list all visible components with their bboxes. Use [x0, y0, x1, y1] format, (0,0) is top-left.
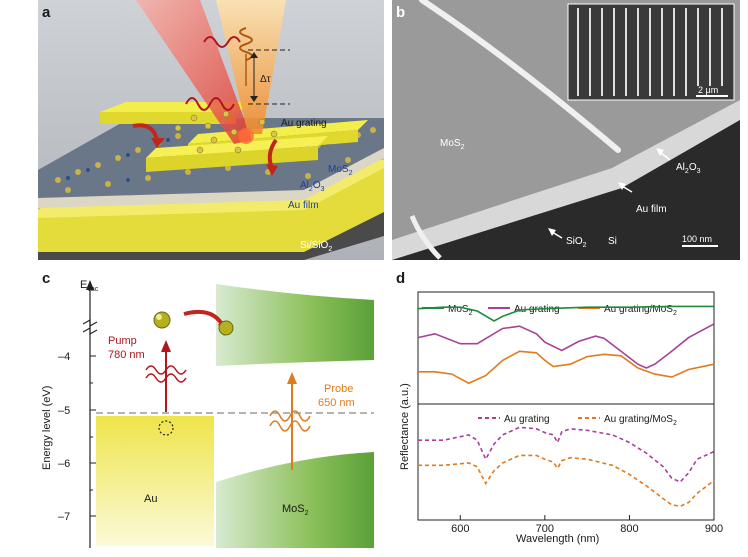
probe-pulse [239, 27, 253, 61]
probe-beam [216, 0, 286, 134]
au-band [96, 416, 214, 546]
mos2-valence-band [216, 452, 374, 548]
label-mos2: MoS2 [328, 164, 353, 177]
ytick-7: –7 [58, 511, 70, 523]
label-al2o3: Al2O3 [300, 180, 325, 193]
pump-wavelength: 780 nm [108, 349, 145, 361]
plot-frame [417, 291, 715, 521]
axis-break [82, 318, 98, 336]
delay-label: Δτ [260, 74, 271, 85]
schematic-a: Δτ Au grating MoS2 Al2O3 Au film Si/SiO2 [38, 0, 384, 260]
hole [158, 420, 174, 436]
mos2-ribbon [419, 0, 621, 153]
inset-scale-label: 2 μm [698, 85, 718, 95]
label-sio2: SiO2 [566, 236, 587, 249]
hot-electron [153, 311, 171, 329]
series-line [418, 454, 715, 508]
ytick-5: –5 [58, 405, 70, 417]
label-substrate: Si/SiO2 [300, 240, 332, 253]
panel-b: 2 μm MoS2 Al2O3 Au film SiO2 Si 100 nm b [392, 0, 740, 260]
panel-c: c Evac –4 –5 –6 –7 Energy level (eV) Au … [38, 270, 382, 552]
sem-image: 2 μm MoS2 Al2O3 Au film SiO2 Si 100 nm [392, 0, 740, 260]
ytick-4: –4 [58, 351, 70, 363]
label-al2o3: Al2O3 [676, 162, 701, 175]
probe-label: Probe [324, 383, 353, 395]
label-au-film: Au film [636, 204, 667, 215]
legend-label: Au grating [504, 414, 550, 425]
series-line [417, 305, 714, 322]
ytick-6: –6 [58, 458, 70, 470]
scale-label: 100 nm [682, 234, 712, 244]
panel-label-c: c [42, 270, 51, 287]
xtick-label: 600 [451, 523, 469, 535]
legend-label: Au grating/MoS2 [604, 304, 677, 317]
series-line [417, 323, 715, 369]
pump-beam [136, 0, 252, 144]
xtick-label: 800 [620, 523, 638, 535]
y-axis-label: Energy level (eV) [41, 386, 53, 470]
panel-label-b: b [396, 4, 406, 21]
label-au-grating: Au grating [281, 118, 327, 129]
series-line [418, 426, 715, 483]
energy-diagram: Evac –4 –5 –6 –7 Energy level (eV) Au Mo… [41, 279, 374, 548]
x-ticks [459, 515, 715, 520]
xtick-label: 900 [705, 523, 723, 535]
label-mos2: MoS2 [440, 138, 465, 151]
series-line [418, 350, 715, 385]
legend-label: Au grating/MoS2 [604, 414, 677, 427]
probe-wave [269, 410, 311, 432]
y-axis-label: Reflectance (a.u.) [399, 383, 411, 470]
pump-label: Pump [108, 335, 137, 347]
probe-wavelength: 650 nm [318, 397, 355, 409]
film-edge [392, 100, 740, 260]
mos2-label: MoS2 [282, 503, 309, 517]
reflectance-chart: Reflectance (a.u.) Wavelength (nm) 600 7… [399, 291, 723, 545]
panel-label-d: d [396, 270, 406, 287]
plasmon-arrow-left [132, 123, 159, 141]
pump-pulse [185, 97, 235, 111]
label-si: Si [608, 236, 617, 247]
mos2-conduction-band [216, 284, 374, 366]
pump-wave [145, 365, 187, 383]
label-au-film: Au film [288, 200, 319, 211]
substrate-cross-section [392, 120, 740, 260]
panel-label-a: a [42, 4, 51, 21]
au-label: Au [144, 493, 157, 505]
x-axis-label: Wavelength (nm) [516, 533, 599, 545]
xtick-label: 700 [536, 523, 554, 535]
panel-a: a [38, 0, 384, 260]
hot-electrons [174, 110, 278, 154]
evac-label: Evac [80, 279, 99, 293]
panel-d: d Reflectance (a.u.) Wavelength (nm) 600… [392, 270, 748, 552]
series-group [417, 305, 715, 508]
inset-grating-lines [577, 8, 723, 96]
legend-label: MoS2 [448, 304, 473, 317]
transferred-electron [218, 320, 234, 336]
